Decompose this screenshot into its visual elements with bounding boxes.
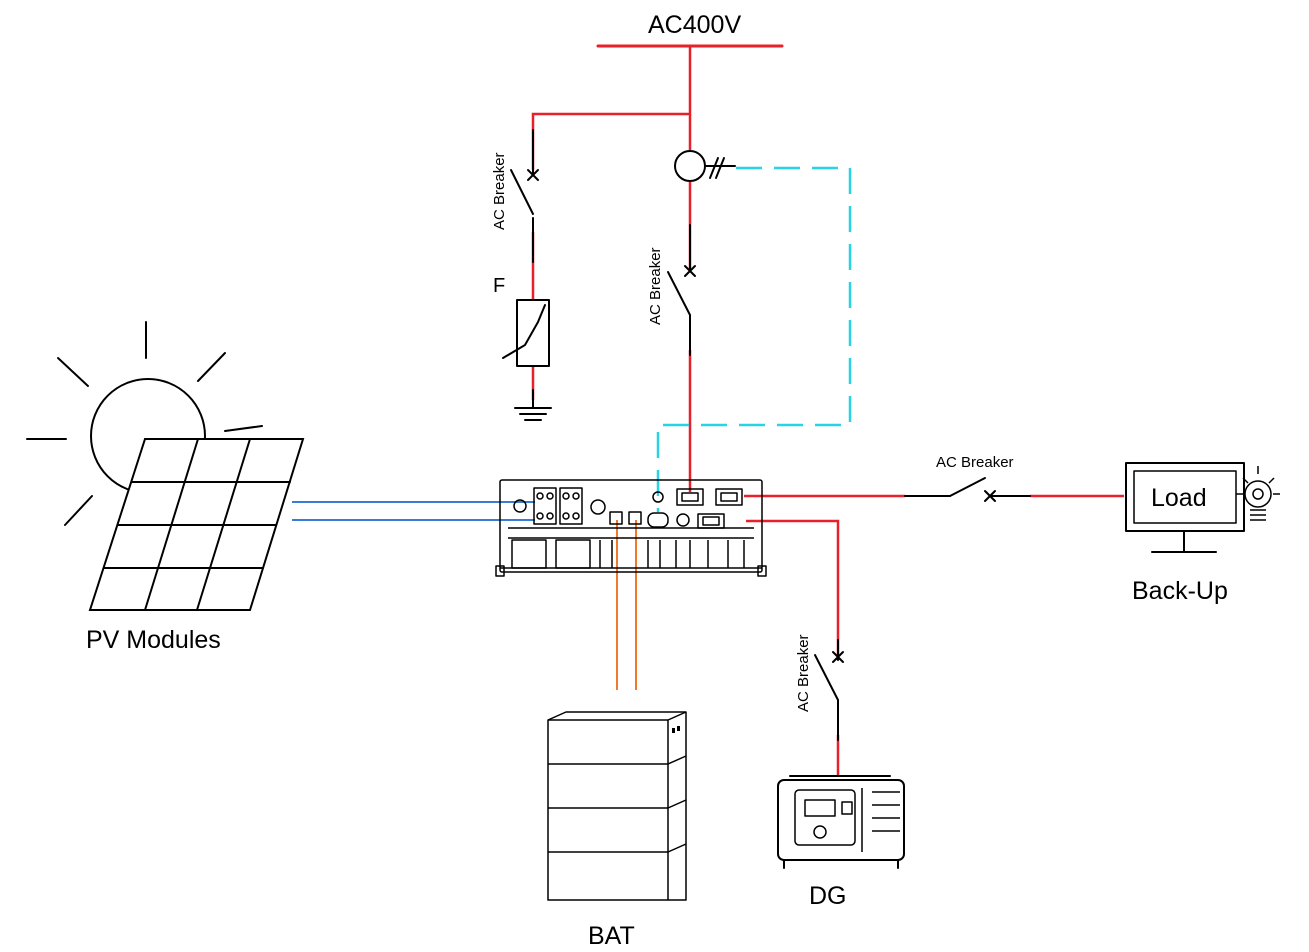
ac-wiring — [531, 46, 1124, 775]
backup-breaker-symbol: AC Breaker — [936, 454, 1014, 502]
bat-label: BAT — [588, 922, 635, 950]
ground-icon — [514, 389, 552, 421]
grid-bus: AC400V — [596, 11, 784, 48]
battery-cables — [616, 520, 637, 690]
breaker-wires — [532, 129, 1031, 741]
ct-meter-icon — [674, 150, 736, 182]
grid-breaker-symbol: AC Breaker — [647, 247, 696, 325]
monitor-icon: Load — [1125, 462, 1245, 553]
meter-comm-line — [656, 166, 852, 512]
solar-panel-icon — [88, 438, 305, 611]
backup-breaker-label: AC Breaker — [936, 454, 1014, 471]
pv-label: PV Modules — [86, 626, 221, 654]
pv-cables — [292, 501, 535, 521]
lightbulb-icon — [1236, 466, 1280, 521]
inverter-icon — [495, 479, 767, 577]
spd-label: F — [493, 275, 505, 297]
surge-protector-icon: F — [493, 275, 550, 367]
generator-icon — [777, 775, 905, 869]
load-label: Load — [1151, 484, 1207, 512]
battery-cabinet-icon — [547, 711, 687, 901]
dg-label: DG — [809, 882, 847, 910]
dg-breaker-symbol: AC Breaker — [795, 634, 844, 712]
grid-breaker-label: AC Breaker — [647, 247, 664, 325]
grid-voltage-label: AC400V — [648, 11, 741, 39]
dg-breaker-label: AC Breaker — [795, 634, 812, 712]
spd-breaker-symbol: AC Breaker — [491, 152, 539, 230]
backup-label: Back-Up — [1132, 577, 1228, 605]
spd-breaker-label: AC Breaker — [491, 152, 508, 230]
